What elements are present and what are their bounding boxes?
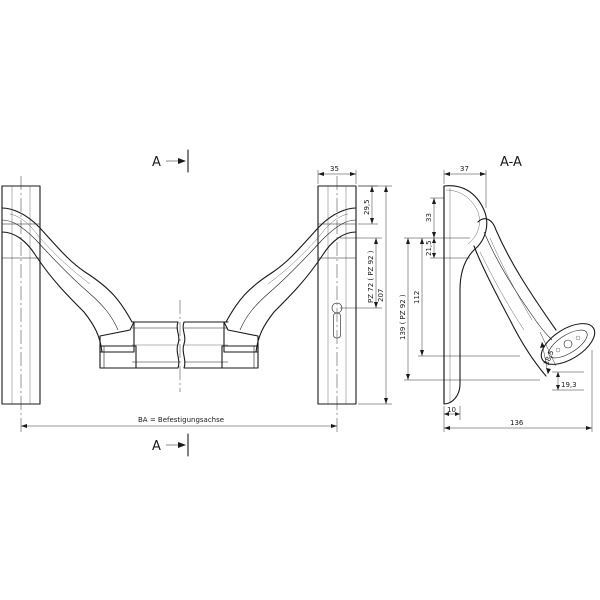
dim-axis-spacing: BA = Befestigungsachse: [21, 416, 337, 428]
dim-10: 10: [443, 406, 461, 420]
dim-top-width: 37: [443, 165, 487, 208]
push-bar: [131, 321, 229, 369]
dim-19-3: 19,3: [552, 371, 584, 391]
dim-33-label: 33: [425, 213, 433, 222]
dim-axis-label: BA = Befestigungsachse: [138, 416, 224, 424]
dim-top-offset: 29,5: [358, 185, 378, 225]
back-plate: [443, 185, 488, 405]
section-title: A-A: [500, 155, 522, 170]
dim-21-5-label: 21,5: [425, 240, 433, 256]
dim-136-label: 136: [510, 419, 524, 427]
dim-112-label: 112: [413, 291, 421, 304]
dim-height-label: 207: [377, 289, 385, 302]
dim-136: 136: [443, 350, 593, 432]
dim-19-3-label: 19,3: [561, 381, 577, 389]
dim-33: 33: [425, 197, 470, 239]
dim-height: 207: [358, 185, 392, 405]
section-mark-bottom: A: [152, 433, 189, 457]
side-view: A-A: [399, 155, 596, 432]
handle-arm: [473, 218, 596, 377]
dim-38-5: 38,5: [539, 331, 557, 375]
section-mark-top: A: [152, 149, 189, 173]
dim-112: 112: [413, 237, 520, 357]
dim-21-5: 21,5: [425, 238, 470, 259]
dim-139: 139 ( PZ 92 ): [399, 237, 540, 381]
right-arm: [221, 207, 357, 369]
dim-top-offset-label: 29,5: [363, 199, 371, 215]
dim-top-width-label: 37: [460, 165, 469, 173]
dim-pz: PZ 72 ( PZ 92 ): [340, 237, 382, 309]
front-view: A A 35 29,5: [1, 149, 392, 457]
dim-pz-label: PZ 72 ( PZ 92 ): [367, 250, 375, 303]
section-label-top: A: [152, 155, 161, 170]
section-label-bottom: A: [152, 439, 161, 454]
dim-10-label: 10: [447, 406, 456, 414]
dim-width: 35: [317, 165, 357, 184]
dim-width-label: 35: [330, 165, 339, 173]
dim-139-label: 139 ( PZ 92 ): [399, 294, 407, 340]
handle-end-cap: [540, 323, 596, 365]
left-arm: [1, 207, 137, 369]
